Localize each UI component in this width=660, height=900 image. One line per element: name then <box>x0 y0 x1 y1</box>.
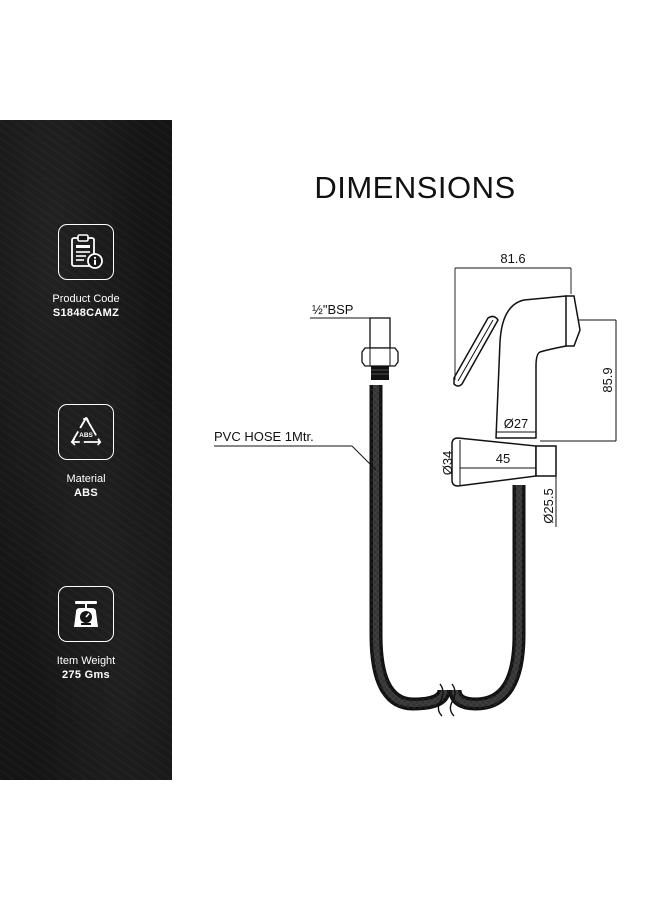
hose-label: PVC HOSE 1Mtr. <box>214 429 314 444</box>
feature-value: S1848CAMZ <box>52 307 120 319</box>
feature-weight: Item Weight 275 Gms <box>0 586 172 683</box>
thread-size-label: ½"BSP <box>312 302 353 317</box>
spray-nozzle <box>565 295 581 347</box>
feature-value: 275 Gms <box>62 669 110 681</box>
holder-cap <box>535 445 557 477</box>
page-title: DIMENSIONS <box>314 170 516 205</box>
dim-neck-diameter: Ø27 <box>504 416 529 431</box>
spray-head <box>495 295 573 439</box>
dim-height: 85.9 <box>600 367 615 392</box>
feature-label: Material <box>66 473 106 485</box>
dim-width: 81.6 <box>500 251 525 266</box>
hex-nut <box>361 347 399 367</box>
bsp-connector <box>369 317 391 349</box>
clipboard-info-icon <box>58 224 114 280</box>
feature-sidebar: Product Code S1848CAMZ ABS Material ABS <box>0 120 172 780</box>
dim-holder-length: 45 <box>496 451 510 466</box>
hose-mesh <box>371 385 524 710</box>
recycle-abs-icon: ABS <box>58 404 114 460</box>
feature-product-code: Product Code S1848CAMZ <box>0 224 172 321</box>
ferrule <box>371 366 389 380</box>
weighing-scale-icon <box>58 586 114 642</box>
abs-icon-text: ABS <box>79 432 93 439</box>
feature-label: Product Code <box>52 293 120 305</box>
wall-holder <box>451 437 537 487</box>
feature-value: ABS <box>73 487 99 499</box>
feature-material: ABS Material ABS <box>0 404 172 501</box>
dim-holder-diameter: Ø34 <box>440 451 455 476</box>
dimension-drawing: ½"BSP PVC HOSE 1Mtr. 81.6 85.9 Ø27 45 Ø3… <box>214 251 617 717</box>
dim-base-diameter: Ø25.5 <box>541 488 556 523</box>
feature-label: Item Weight <box>56 655 116 667</box>
hose-break-mark <box>437 683 444 717</box>
